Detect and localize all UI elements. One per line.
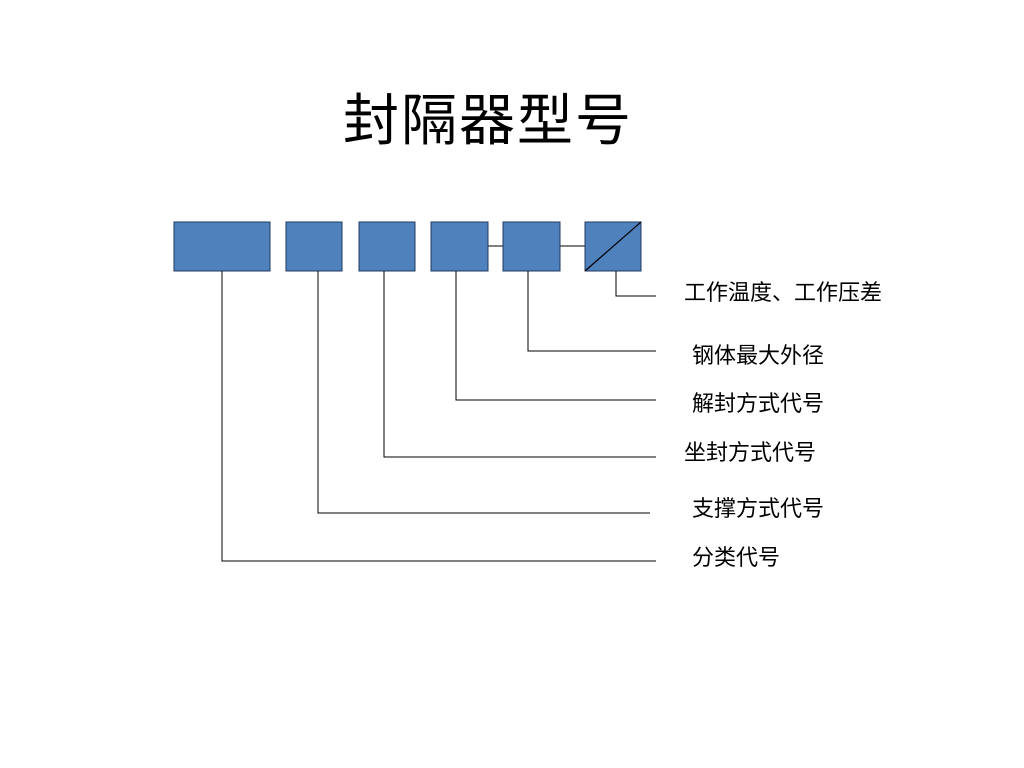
leader-steel-od [527,271,656,352]
code-box-release [430,221,489,272]
leader-category [221,271,656,562]
label-operating: 工作温度、工作压差 [684,281,883,306]
label-category: 分类代号 [692,546,781,571]
label-release: 解封方式代号 [692,392,825,417]
leader-release [455,271,656,401]
leader-setting [383,271,656,458]
label-anchoring: 支撑方式代号 [692,497,825,522]
page-title: 封隔器型号 [343,89,633,154]
code-box-operating-divider [584,221,642,272]
leader-anchoring [317,271,650,514]
label-steel-od: 钢体最大外径 [692,344,825,369]
code-box-category [173,221,271,272]
code-box-setting [358,221,416,272]
code-box-anchoring [285,221,343,272]
code-box-steel-od [502,221,561,272]
label-setting: 坐封方式代号 [684,441,817,466]
leader-operating [615,271,656,297]
